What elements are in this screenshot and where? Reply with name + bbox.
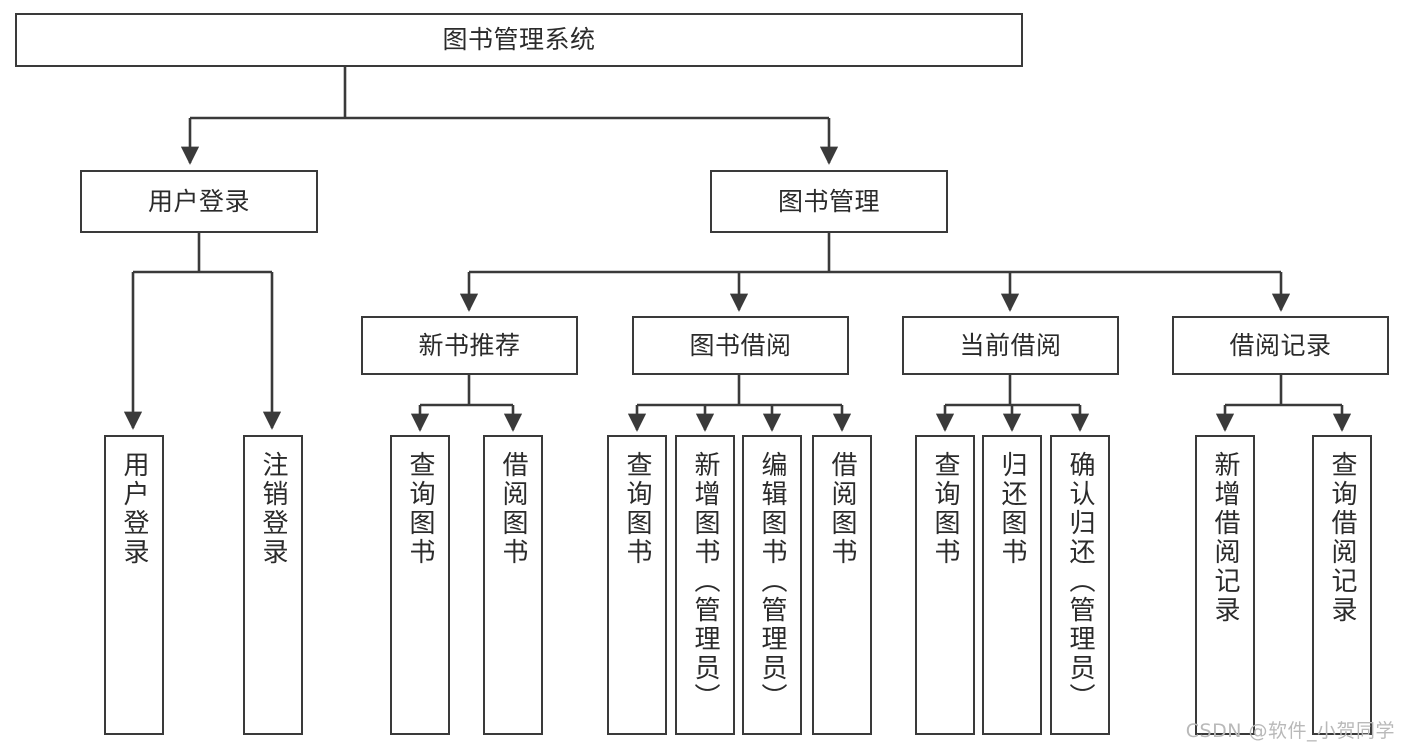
node-leaf-borrow-book-label: 借阅图书	[827, 451, 857, 567]
node-leaf-add-book-admin[interactable]: 新增图书（管理员）	[675, 435, 735, 735]
node-leaf-add-book-admin-label: 新增图书（管理员）	[690, 451, 720, 712]
node-leaf-logout[interactable]: 注销登录	[243, 435, 303, 735]
node-leaf-query-book-borrow[interactable]: 查询图书	[607, 435, 667, 735]
node-current-borrow[interactable]: 当前借阅	[902, 316, 1119, 375]
node-leaf-user-login[interactable]: 用户登录	[104, 435, 164, 735]
node-new-book-recommend-label: 新书推荐	[418, 330, 521, 360]
node-book-manage-label: 图书管理	[777, 186, 880, 216]
node-borrow-record-label: 借阅记录	[1229, 330, 1332, 360]
node-borrow-record[interactable]: 借阅记录	[1172, 316, 1389, 375]
node-new-book-recommend[interactable]: 新书推荐	[361, 316, 578, 375]
node-root[interactable]: 图书管理系统	[15, 13, 1023, 67]
node-leaf-user-login-label: 用户登录	[119, 451, 149, 567]
node-leaf-query-book-borrow-label: 查询图书	[622, 451, 652, 567]
node-leaf-edit-book-admin[interactable]: 编辑图书（管理员）	[742, 435, 802, 735]
node-leaf-return-book-label: 归还图书	[997, 451, 1027, 567]
node-leaf-borrow-book-recommend-label: 借阅图书	[498, 451, 528, 567]
node-user-login-label: 用户登录	[147, 186, 250, 216]
node-leaf-confirm-return-admin[interactable]: 确认归还（管理员）	[1050, 435, 1110, 735]
node-leaf-borrow-book-recommend[interactable]: 借阅图书	[483, 435, 543, 735]
node-leaf-edit-book-admin-label: 编辑图书（管理员）	[757, 451, 787, 712]
node-leaf-add-borrow-record[interactable]: 新增借阅记录	[1195, 435, 1255, 735]
node-leaf-query-book-current-label: 查询图书	[930, 451, 960, 567]
node-current-borrow-label: 当前借阅	[959, 330, 1062, 360]
node-book-borrow[interactable]: 图书借阅	[632, 316, 849, 375]
node-leaf-query-book-recommend-label: 查询图书	[405, 451, 435, 567]
node-leaf-borrow-book[interactable]: 借阅图书	[812, 435, 872, 735]
node-leaf-query-book-current[interactable]: 查询图书	[915, 435, 975, 735]
node-leaf-return-book[interactable]: 归还图书	[982, 435, 1042, 735]
node-root-label: 图书管理系统	[442, 25, 596, 54]
node-leaf-logout-label: 注销登录	[258, 451, 288, 567]
node-leaf-query-borrow-record-label: 查询借阅记录	[1327, 451, 1357, 625]
node-book-manage[interactable]: 图书管理	[710, 170, 948, 233]
node-leaf-add-borrow-record-label: 新增借阅记录	[1210, 451, 1240, 625]
watermark-text: CSDN @软件_小贺同学	[1185, 720, 1395, 742]
node-book-borrow-label: 图书借阅	[689, 330, 792, 360]
node-user-login[interactable]: 用户登录	[80, 170, 318, 233]
node-leaf-query-book-recommend[interactable]: 查询图书	[390, 435, 450, 735]
node-leaf-confirm-return-admin-label: 确认归还（管理员）	[1065, 451, 1095, 712]
node-leaf-query-borrow-record[interactable]: 查询借阅记录	[1312, 435, 1372, 735]
